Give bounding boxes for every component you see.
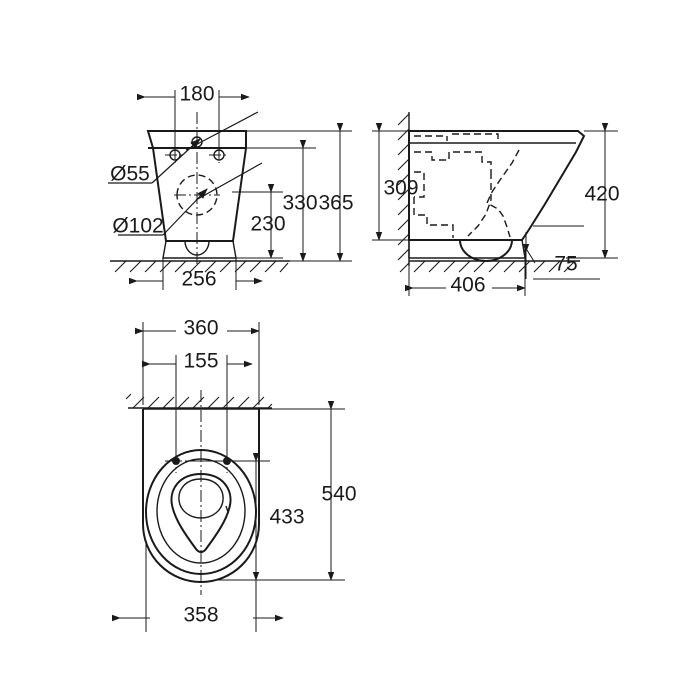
dim-label-365: 365 [318,192,353,215]
floor-hatching-side [409,260,580,273]
dim-label-330: 330 [282,192,317,215]
dim-label-309: 309 [383,177,418,200]
dim-label-155: 155 [183,350,218,373]
dim-358: 358 [111,540,284,632]
dim-360: 360 [134,317,260,405]
view-plan: 360 155 433 540 [111,317,357,632]
internal-bowl-hidden-edges [413,133,520,262]
leader-dia-102 [118,162,263,236]
dim-365: 365 [236,122,354,262]
dim-label-360: 360 [183,317,218,340]
dim-label-540: 540 [321,483,356,506]
dim-label-420: 420 [584,183,619,206]
dim-label-358: 358 [183,604,218,627]
dim-75: 75 [522,225,600,280]
dim-label-180: 180 [179,83,214,106]
dim-256: 256 [128,258,263,291]
dim-540: 540 [240,400,357,581]
dim-label-230: 230 [250,213,285,236]
dim-406: 406 [404,245,526,297]
dim-label-75: 75 [554,253,577,276]
dim-label-406: 406 [450,274,485,297]
dim-180: 180 [136,83,250,151]
dim-label-dia-102: Ø102 [112,215,163,238]
dim-309: 309 [372,122,419,241]
dim-230: 230 [232,183,286,259]
dim-420: 420 [566,122,620,259]
leader-dia-55 [108,111,259,184]
dim-label-256: 256 [181,268,216,291]
dim-155: 155 [141,350,253,455]
bowl-detail-tick [225,505,229,513]
plan-wall-hatching [125,393,273,409]
dim-label-433: 433 [269,506,304,529]
dim-label-dia-55: Ø55 [110,163,150,186]
view-front-elevation: Ø55 Ø102 180 230 330 [108,83,354,291]
view-side-section: 309 420 406 75 [372,112,620,297]
